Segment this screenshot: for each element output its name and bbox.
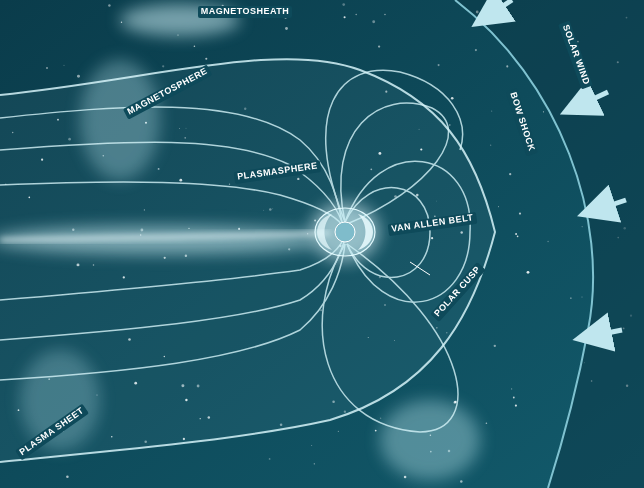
- star: [338, 431, 339, 432]
- earth: [335, 222, 355, 242]
- region-label: MAGNETOSHEATH: [198, 6, 293, 18]
- star: [451, 97, 454, 100]
- star: [404, 476, 407, 479]
- region-label: POLAR CUSP: [430, 262, 486, 322]
- star: [475, 49, 477, 51]
- star: [66, 475, 69, 478]
- van-allen-belt: [358, 214, 373, 250]
- star: [509, 173, 511, 175]
- star: [269, 458, 271, 460]
- star: [486, 422, 488, 424]
- star: [46, 67, 48, 69]
- star: [490, 145, 491, 146]
- star: [506, 65, 508, 67]
- star: [581, 226, 583, 228]
- star: [454, 401, 457, 404]
- star: [285, 27, 288, 30]
- plasma-sheet-band: [0, 233, 330, 240]
- star: [519, 213, 521, 215]
- region-label: PLASMASPHERE: [234, 160, 322, 184]
- star: [380, 417, 381, 418]
- plasmasphere-shell: [315, 208, 375, 256]
- star: [497, 206, 499, 208]
- star: [372, 20, 375, 23]
- star: [453, 401, 455, 403]
- van-allen-belt: [317, 214, 332, 250]
- star: [581, 296, 583, 298]
- star: [491, 111, 492, 112]
- star: [515, 233, 517, 235]
- star: [460, 480, 463, 483]
- star: [194, 45, 196, 47]
- region-label: VAN ALLEN BELT: [387, 212, 477, 236]
- star: [205, 58, 207, 60]
- star: [162, 65, 164, 67]
- star: [314, 463, 315, 464]
- star: [63, 65, 64, 66]
- star: [384, 14, 386, 16]
- region-label: BOW SHOCK: [506, 88, 538, 156]
- star: [511, 388, 512, 389]
- star: [344, 16, 346, 18]
- star: [513, 397, 515, 399]
- region-label: PLASMA SHEET: [15, 404, 89, 461]
- field-lines: [0, 70, 470, 432]
- star: [342, 3, 345, 6]
- star: [355, 14, 357, 16]
- magnetopause: [0, 59, 495, 462]
- star: [494, 345, 496, 347]
- star: [517, 235, 519, 237]
- star: [311, 444, 313, 446]
- star: [77, 75, 80, 78]
- star: [527, 271, 530, 274]
- star: [375, 430, 377, 432]
- star: [515, 405, 517, 407]
- star: [449, 124, 451, 126]
- star: [438, 64, 440, 66]
- leader-line: [410, 262, 430, 275]
- star: [547, 241, 549, 243]
- star: [570, 297, 571, 298]
- star: [108, 4, 110, 6]
- star: [543, 111, 544, 112]
- flow-label: SOLAR WIND: [558, 21, 593, 90]
- region-label: MAGNETOSPHERE: [123, 64, 213, 119]
- star: [378, 45, 380, 47]
- solar-wind-arrows: [488, 0, 626, 336]
